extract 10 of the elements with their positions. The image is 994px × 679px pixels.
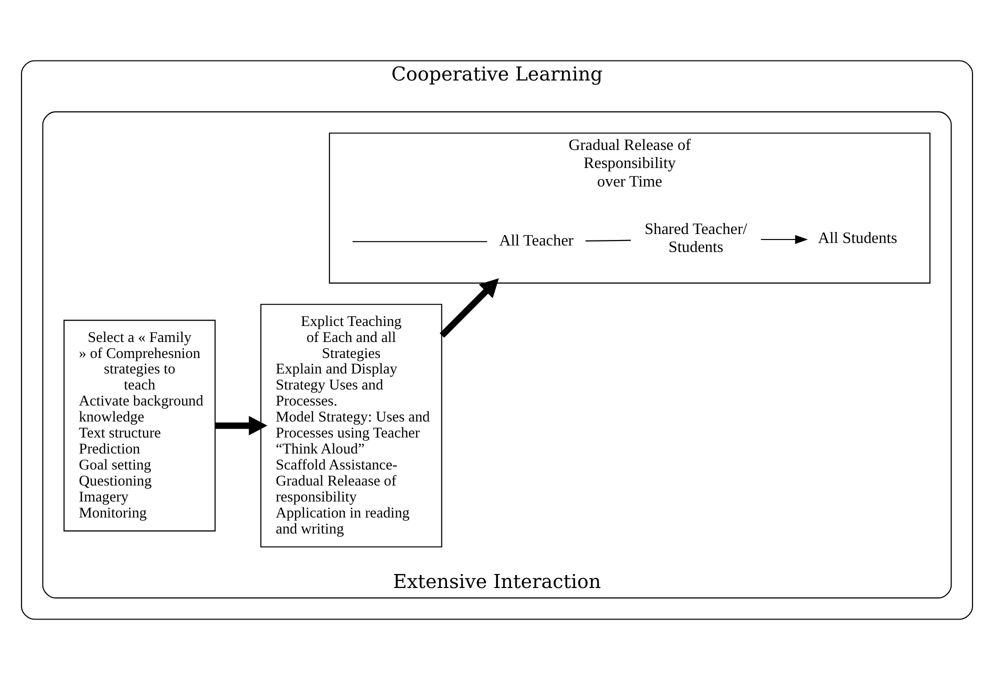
arrow xyxy=(215,415,268,435)
node-box: Select a « Family » of Comprehesnion strategies to teach Activate background knowledge Text structure Prediction Goal setting Questioning Imagery Monitoring xyxy=(64,319,216,531)
node-text: All Students xyxy=(818,230,898,247)
arrow xyxy=(440,278,499,338)
arrow xyxy=(760,234,808,244)
node-text: All Teacher xyxy=(499,232,574,249)
node-text: Shared Teacher/ Students xyxy=(644,220,748,256)
connector xyxy=(586,239,631,241)
connector xyxy=(352,240,488,242)
node-box: Explict Teaching of Each and all Strategies Explain and Display Strategy Uses and Processes. Model Strategy: Uses and Processes using Teacher “Think Aloud” Scaffold Assistance-Gradual Releaase of responsibility Application in reading and writing xyxy=(260,303,442,547)
